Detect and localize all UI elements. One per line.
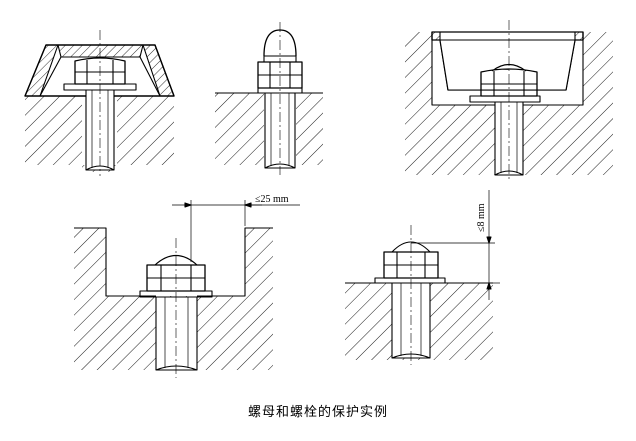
example-cap-cover [24,30,175,176]
dimension-label-25mm: ≤25 mm [255,194,289,205]
figure-caption: 螺母和螺栓的保护实例 [247,405,388,420]
example-recess-25mm [74,200,300,378]
dimension-label-8mm: ≤8 mm [476,203,487,232]
example-protrusion-8mm [345,190,500,365]
example-recessed-with-cover [405,20,613,182]
example-acorn-nut [215,22,323,175]
